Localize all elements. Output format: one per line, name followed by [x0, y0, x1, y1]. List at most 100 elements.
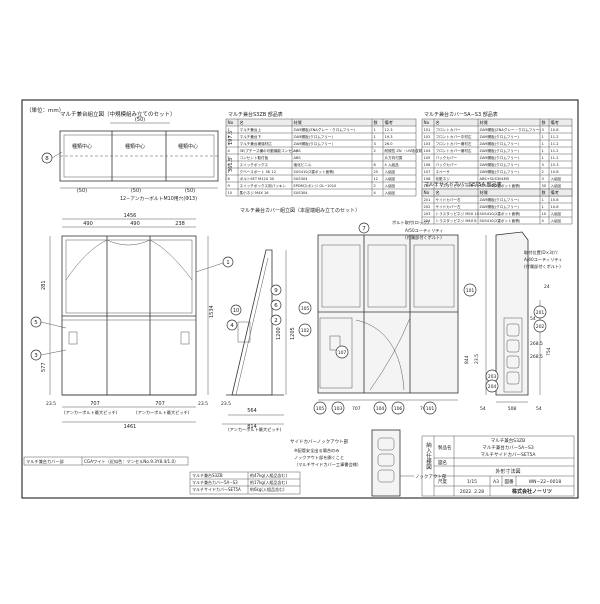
table-cell: 4	[542, 219, 545, 223]
drawing-label: 図名	[438, 459, 447, 466]
table-header-cell: 材質	[294, 119, 302, 126]
sheet-border	[21, 99, 579, 499]
mass-name-3: マルチサイドカバーSET5A	[192, 487, 241, 492]
table-cell: SUS410(2重ボット面積)	[294, 169, 335, 174]
paint-note: マルチ兼台カバー部	[26, 458, 64, 465]
cover-dim-707a: 707	[352, 406, 361, 412]
table-cell: 30	[542, 184, 547, 188]
table-cell: 2	[228, 135, 230, 139]
callout-105b: 105	[316, 406, 325, 412]
table-cell: ZAM鋼板(クロムフリー)	[480, 148, 520, 153]
table-cell: 12	[374, 177, 379, 181]
callout-8-label: 8	[45, 156, 49, 162]
part-list-c-title: マルチサイドカバーSET5A 部品表	[424, 181, 502, 188]
scale-value: 1/15	[467, 479, 477, 485]
table-cell: 108	[424, 177, 432, 181]
table-cell: 105	[424, 156, 431, 160]
table-cell: 11.2	[551, 156, 559, 160]
callout-103: 103	[334, 406, 343, 412]
top-dim-5: 197.5	[228, 131, 234, 145]
mass-table: マルチ兼台S3ZB 約47kg(入組品含む) マルチ兼台カバー5A−S3 約17…	[23, 456, 301, 495]
table-cell: SUS304	[294, 177, 309, 181]
table-cell: 25	[374, 170, 379, 174]
callout-1: 1	[226, 260, 230, 266]
table-cell: 10.8	[551, 198, 560, 202]
part-list-b-title: マルチ兼台カバー5A−S3 部品表	[424, 111, 498, 118]
top-dim-3: (50)	[131, 188, 141, 194]
top-label-2: 種類中心	[125, 143, 145, 150]
table-cell: 15.3	[551, 163, 559, 167]
table-cell: 10.8	[551, 170, 560, 174]
table-cell: 19.3	[385, 135, 393, 139]
side-dim-1200: 1200	[276, 327, 282, 340]
table-cell: 1	[542, 142, 544, 146]
table-cell: 2	[374, 149, 376, 153]
table-cell: ABS+SUS304M5	[480, 177, 510, 181]
mass-value-3: 約6kg(入組品含む)	[250, 486, 285, 492]
top-view-title: マルチ兼台組立図（中規模組み立てのセット）	[60, 110, 176, 118]
table-cell: 1	[542, 156, 544, 160]
table-cell: 103	[424, 142, 431, 146]
side-anchor-note: (アンカーボルト最大ピッチ)	[228, 426, 282, 433]
table-cell: フロントカバー補材左	[436, 141, 472, 146]
drawing-number: WN−22−0018	[529, 479, 562, 485]
table-header-cell: No	[424, 120, 430, 125]
callout-9: 9	[274, 288, 278, 294]
company-name: 株式会社ノーリツ	[512, 488, 552, 495]
callout-204: 204	[488, 384, 497, 390]
product-name-3: マルチサイドカバーSET5A	[481, 452, 537, 458]
table-cell: 106	[424, 163, 432, 167]
table-cell: コンセント取付板	[240, 155, 269, 160]
front-view-title: マルチ兼台カバー組立図（本屋端組み立てのセット）	[240, 207, 360, 214]
table-cell: バックカバー	[436, 155, 458, 160]
table-cell: 蒸小ネジ M4X 16	[240, 190, 270, 195]
table-cell: 3	[542, 163, 544, 167]
table-cell: 耐候性 ZN ・UV吸収剤	[385, 148, 423, 153]
table-cell: 1	[542, 135, 544, 139]
cover-dim-24: 24	[544, 284, 550, 290]
table-cell: ZAM鋼板(クロムフリー)	[480, 141, 520, 146]
front-dim-490a: 490	[83, 221, 93, 227]
table-cell: 3	[228, 142, 230, 146]
table-cell: ZAM鋼板(クロムフリー)	[294, 141, 334, 146]
side-dim-1205: 1205	[290, 327, 296, 340]
table-header-cell: 数	[542, 119, 547, 126]
table-cell: トラスタッピネジ M5X 10	[436, 211, 480, 216]
top-dim-1: (50)	[135, 117, 145, 123]
table-header-cell: No	[228, 120, 234, 125]
mass-value-1: 約47kg(入組品含む)	[250, 472, 288, 478]
table-header-cell: 名	[436, 189, 440, 196]
table-cell: 9	[228, 184, 231, 188]
side-cover-view: 844 23.5 754 508 54 54 268.5 268.5 54 24…	[464, 231, 562, 412]
drawing-date: 2022. 2.28	[460, 489, 484, 495]
product-name-2: マルチ兼台カバー5A−S3	[482, 444, 534, 451]
table-cell: 1	[228, 128, 230, 132]
top-label-1: 種類中心	[72, 143, 92, 150]
table-cell: ボルトSET M12X 30	[240, 176, 275, 181]
table-cell: 26.0	[385, 142, 394, 146]
cover-dim-508: 508	[508, 406, 517, 412]
callout-102: 102	[301, 328, 310, 334]
table-cell: 2	[542, 170, 544, 174]
table-cell: 107	[424, 170, 431, 174]
side-detail-title: サイドカバーノックアウト部	[290, 438, 349, 445]
table-cell: マルチ兼台上	[240, 127, 262, 132]
callout-106: 106	[394, 406, 403, 412]
table-cell: トラスタッピネジ M5X 10	[436, 183, 480, 188]
table-cell: ZAM鋼板(クロムフリー)	[294, 134, 334, 139]
table-cell: 3E/プチーズ横の可動機能コンセント	[240, 148, 300, 153]
side-detail: ノックアウト部 ※配管安全出る場合のみ ノックアウト部を開くこと （マルチサイド…	[294, 429, 447, 497]
callout-201: 201	[536, 310, 545, 316]
table-cell: ZAM鋼板(クロムフリー)	[480, 155, 520, 160]
side-view: 564 814 23.5 1200 1205 (アンカーボルト最大ピッチ) 10…	[221, 249, 296, 433]
table-cell: 201	[424, 198, 431, 202]
callout-4: 4	[230, 323, 234, 329]
table-header-cell: 備考	[385, 119, 393, 126]
table-cell: ABS	[294, 149, 302, 153]
